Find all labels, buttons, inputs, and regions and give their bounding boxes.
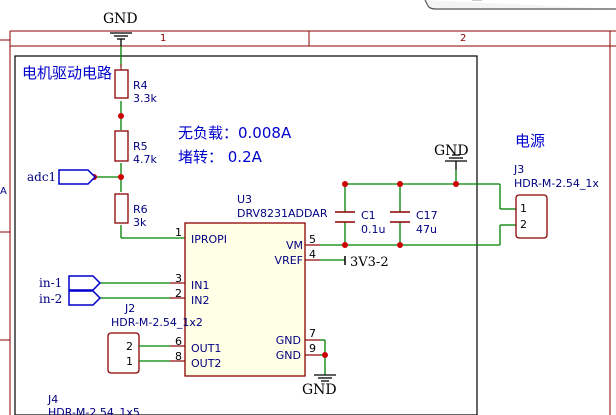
u3-pin-out2: OUT2 [191, 357, 221, 370]
gnd-label-bottom: GND [302, 382, 337, 398]
j4-ref: J4 [47, 393, 58, 406]
chip-u3[interactable]: U3 DRV8231ADDAR 1 3 2 6 8 5 4 7 9 IPROPI… [170, 193, 328, 377]
j3-pin-2: 2 [520, 218, 527, 231]
junction-c17-top [397, 181, 403, 187]
connector-j3[interactable]: 1 2 [515, 194, 548, 239]
net-port-in1[interactable]: in-1 [39, 275, 102, 291]
j3-pin-1: 1 [520, 202, 527, 215]
junction-adc [118, 174, 124, 180]
u3-pin-6-num: 6 [175, 335, 182, 348]
in1-net-label: in-1 [39, 276, 62, 290]
power-section-title: 电源 [515, 132, 545, 150]
junction-r4-r5 [118, 113, 124, 119]
u3-pin-8-num: 8 [175, 350, 182, 363]
c1-ref: C1 [361, 209, 376, 222]
j2-pin-2: 2 [126, 340, 133, 353]
u3-pin-2-num: 2 [175, 287, 182, 300]
junction-gnd-pins [322, 352, 328, 358]
junction-c1-top [342, 181, 348, 187]
gnd-label-right: GND [434, 143, 469, 159]
resistor-r6[interactable]: R6 3k [114, 193, 148, 229]
u3-pin-1-num: 1 [175, 226, 182, 239]
adc-net-label: adc1 [27, 170, 56, 184]
v3v3-label: 3V3-2 [350, 255, 389, 270]
u3-pin-4-num: 4 [309, 248, 316, 261]
input-wires [100, 282, 170, 299]
u3-pin-gnd-7: GND [276, 334, 301, 347]
u3-ref: U3 [237, 193, 252, 206]
capacitor-c1[interactable]: C1 0.1u [335, 209, 385, 236]
gnd-label-top: GND [103, 11, 138, 27]
j3-ref: J3 [513, 163, 524, 176]
connector-j2[interactable]: 2 1 [107, 332, 140, 374]
toolbar-tab-remnant [424, 0, 616, 10]
j2-pin-1: 1 [126, 355, 133, 368]
resistor-r4[interactable]: R4 3.3k [114, 64, 157, 105]
junction-c1-bottom [342, 242, 348, 248]
u3-pin-out1: OUT1 [191, 342, 221, 355]
u3-pin-vm: VM [286, 239, 303, 252]
frame-row-label: A [0, 186, 7, 197]
net-port-in2[interactable]: in-2 [39, 290, 102, 306]
block-outline [14, 55, 478, 415]
sheet-frame [0, 30, 616, 415]
gnd-symbol-right [445, 154, 467, 170]
frame-col-1: 1 [160, 33, 166, 44]
junction-c17-bottom [397, 242, 403, 248]
gnd-symbol-bottom [314, 374, 336, 382]
block-title: 电机驱动电路 [22, 64, 112, 82]
net-port-adc1[interactable]: adc1 [27, 169, 97, 185]
c17-value: 47u [416, 223, 437, 236]
r6-ref: R6 [133, 203, 148, 216]
u3-pin-9-num: 9 [309, 342, 316, 355]
u3-pin-gnd-9: GND [276, 349, 301, 362]
j4-part: HDR-M-2.54_1x5 [48, 406, 140, 415]
j2-part: HDR-M-2.54_1x2 [111, 316, 203, 329]
u3-pin-vref: VREF [275, 254, 303, 267]
frame-col-2: 2 [460, 33, 466, 44]
gnd-symbol-top [110, 32, 132, 46]
junction-gnd [453, 181, 459, 187]
j2-ref: J2 [124, 302, 135, 315]
r4-value: 3.3k [133, 92, 157, 105]
j3-part: HDR-M-2.54_1x [514, 177, 599, 190]
r5-ref: R5 [133, 140, 148, 153]
u3-pin-3-num: 3 [175, 272, 182, 285]
resistor-r5[interactable]: R5 4.7k [114, 130, 157, 166]
note-stall: 堵转： 0.2A [178, 148, 263, 166]
capacitor-c17[interactable]: C17 47u [390, 209, 438, 236]
u3-pin-7-num: 7 [309, 327, 316, 340]
u3-pin-5-num: 5 [309, 233, 316, 246]
r6-value: 3k [133, 216, 147, 229]
r5-value: 4.7k [133, 153, 157, 166]
u3-pin-iprop: IPROPI [191, 233, 227, 246]
c1-value: 0.1u [361, 223, 385, 236]
u3-pin-in1: IN1 [191, 279, 209, 292]
c17-ref: C17 [416, 209, 438, 222]
in2-net-label: in-2 [39, 292, 62, 306]
j2-wires [139, 345, 170, 362]
note-no-load: 无负载：0.008A [178, 124, 292, 142]
r4-ref: R4 [133, 79, 148, 92]
u3-part: DRV8231ADDAR [237, 207, 328, 220]
power-wires [320, 170, 516, 375]
u3-pin-in2: IN2 [191, 294, 209, 307]
